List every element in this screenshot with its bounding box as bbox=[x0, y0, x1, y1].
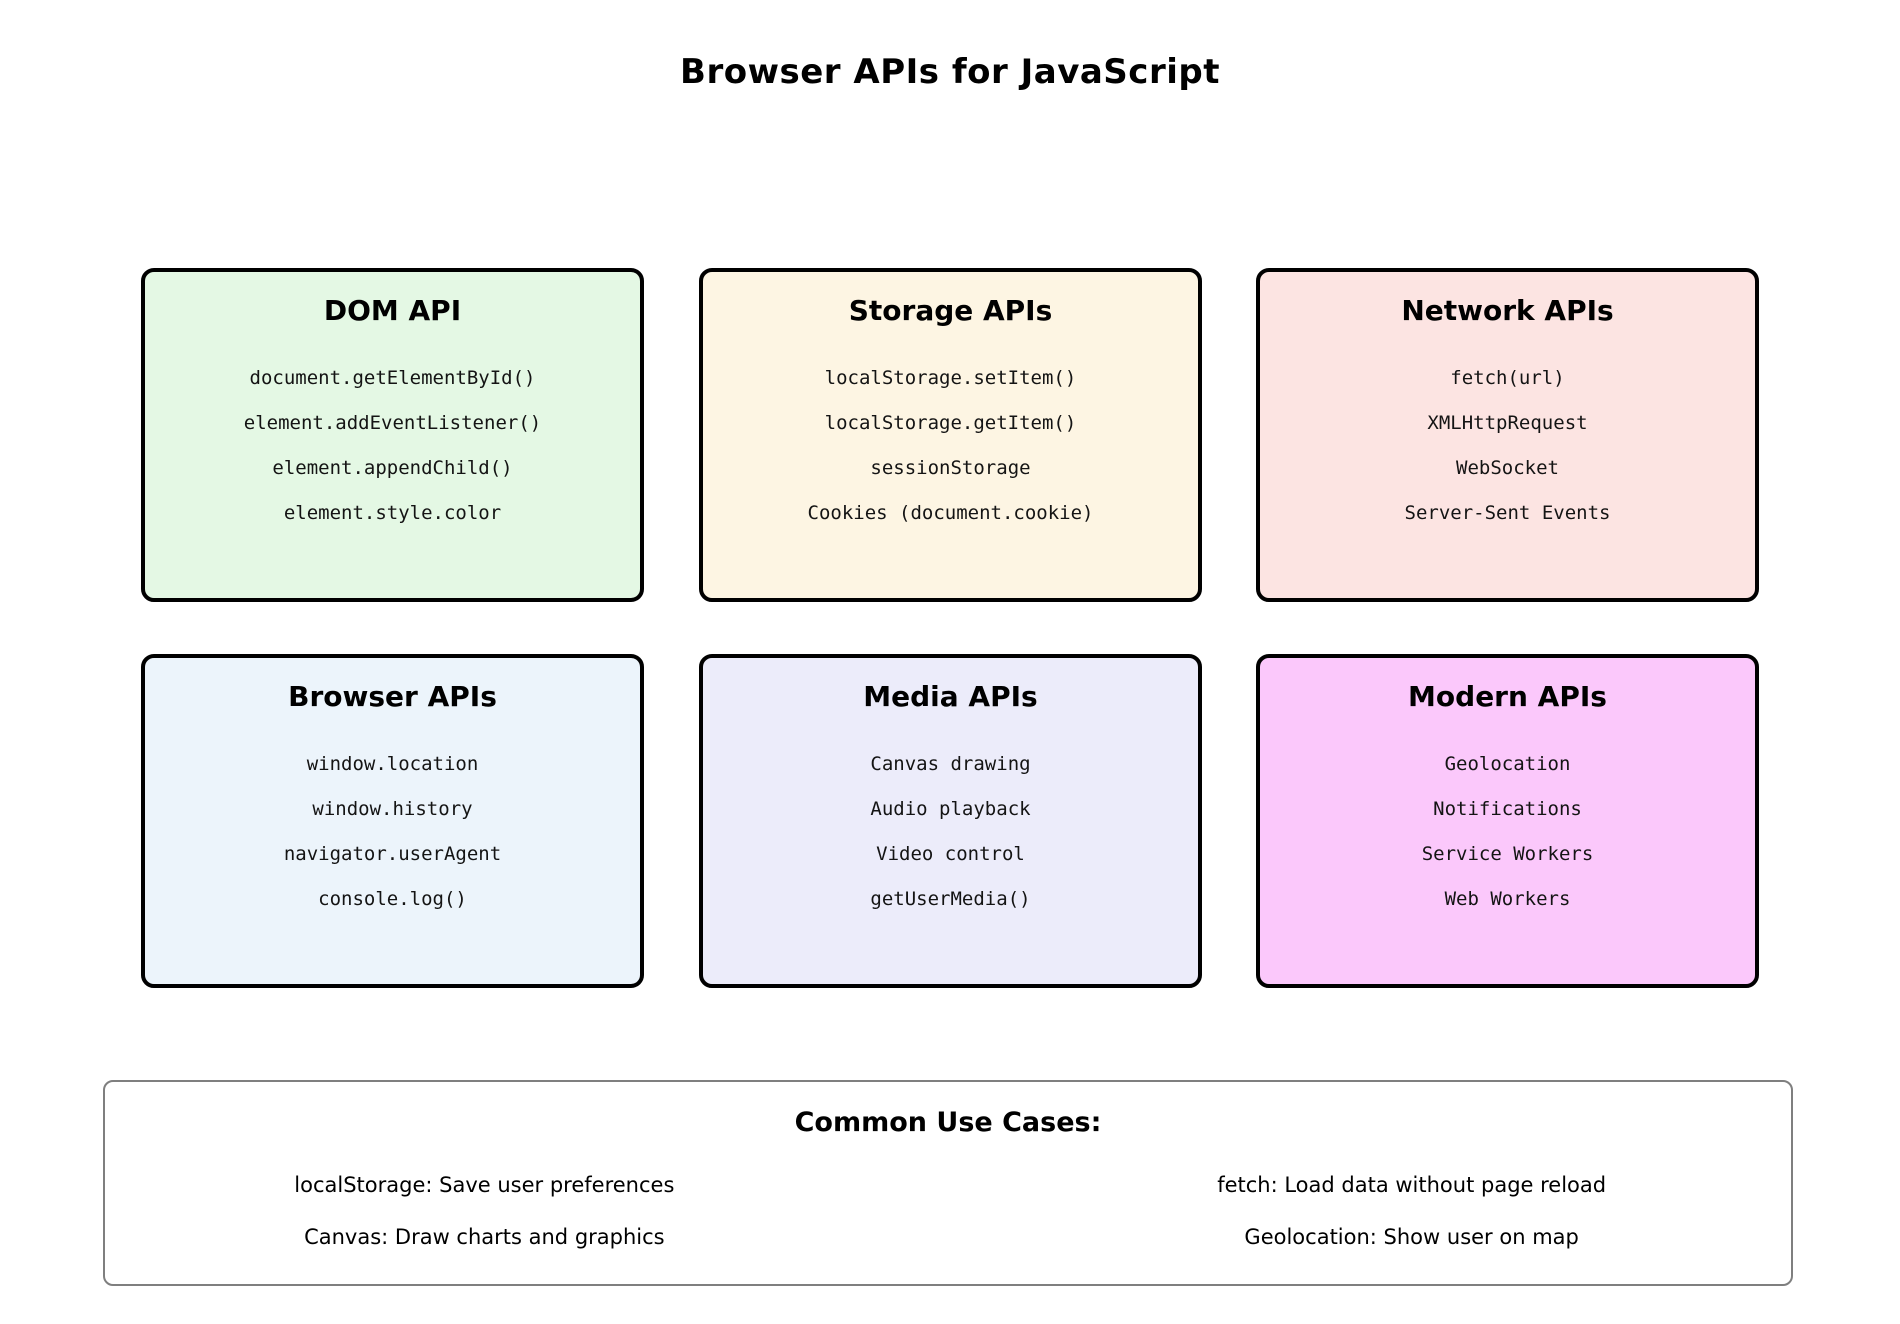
api-box-dom: DOM API document.getElementById() elemen… bbox=[141, 268, 644, 602]
box-items-browser: window.location window.history navigator… bbox=[145, 742, 640, 922]
api-box-network: Network APIs fetch(url) XMLHttpRequest W… bbox=[1256, 268, 1759, 602]
api-item: Geolocation bbox=[1444, 753, 1571, 775]
api-box-browser: Browser APIs window.location window.hist… bbox=[141, 654, 644, 988]
box-items-media: Canvas drawing Audio playback Video cont… bbox=[703, 742, 1198, 922]
api-item: window.history bbox=[312, 798, 473, 820]
api-box-storage: Storage APIs localStorage.setItem() loca… bbox=[699, 268, 1202, 602]
api-box-modern: Modern APIs Geolocation Notifications Se… bbox=[1256, 654, 1759, 988]
api-item: fetch(url) bbox=[1450, 367, 1565, 389]
box-title-browser: Browser APIs bbox=[288, 680, 497, 713]
box-title-network: Network APIs bbox=[1401, 294, 1614, 327]
api-item: console.log() bbox=[318, 888, 467, 910]
box-title-media: Media APIs bbox=[863, 680, 1038, 713]
api-item: getUserMedia() bbox=[870, 888, 1031, 910]
api-item: Canvas drawing bbox=[870, 753, 1031, 775]
api-item: document.getElementById() bbox=[249, 367, 536, 389]
api-item: localStorage.setItem() bbox=[824, 367, 1077, 389]
use-case-item: localStorage: Save user preferences bbox=[294, 1173, 675, 1197]
api-item: element.appendChild() bbox=[272, 457, 513, 479]
use-case-item: Canvas: Draw charts and graphics bbox=[304, 1225, 665, 1249]
box-items-modern: Geolocation Notifications Service Worker… bbox=[1260, 742, 1755, 922]
api-item: Notifications bbox=[1433, 798, 1582, 820]
api-item: window.location bbox=[306, 753, 479, 775]
use-cases-title: Common Use Cases: bbox=[794, 1107, 1102, 1138]
api-box-media: Media APIs Canvas drawing Audio playback… bbox=[699, 654, 1202, 988]
api-item: element.addEventListener() bbox=[243, 412, 542, 434]
api-item: Service Workers bbox=[1421, 843, 1594, 865]
api-item: sessionStorage bbox=[870, 457, 1031, 479]
api-item: Web Workers bbox=[1444, 888, 1571, 910]
box-items-dom: document.getElementById() element.addEve… bbox=[145, 356, 640, 536]
api-item: navigator.userAgent bbox=[283, 843, 502, 865]
api-item: element.style.color bbox=[283, 502, 502, 524]
use-cases-panel: Common Use Cases: localStorage: Save use… bbox=[103, 1080, 1793, 1286]
use-case-item: Geolocation: Show user on map bbox=[1244, 1225, 1579, 1249]
api-item: Cookies (document.cookie) bbox=[807, 502, 1094, 524]
use-case-item: fetch: Load data without page reload bbox=[1217, 1173, 1607, 1197]
box-title-dom: DOM API bbox=[323, 294, 462, 327]
box-items-storage: localStorage.setItem() localStorage.getI… bbox=[703, 356, 1198, 536]
api-item: Audio playback bbox=[870, 798, 1031, 820]
api-item: Server-Sent Events bbox=[1404, 502, 1611, 524]
page-title: Browser APIs for JavaScript bbox=[680, 52, 1220, 92]
api-item: localStorage.getItem() bbox=[824, 412, 1077, 434]
api-item: WebSocket bbox=[1456, 457, 1559, 479]
api-item: XMLHttpRequest bbox=[1427, 412, 1588, 434]
box-items-network: fetch(url) XMLHttpRequest WebSocket Serv… bbox=[1260, 356, 1755, 536]
box-title-storage: Storage APIs bbox=[848, 294, 1053, 327]
api-item: Video control bbox=[876, 843, 1025, 865]
box-title-modern: Modern APIs bbox=[1408, 680, 1607, 713]
